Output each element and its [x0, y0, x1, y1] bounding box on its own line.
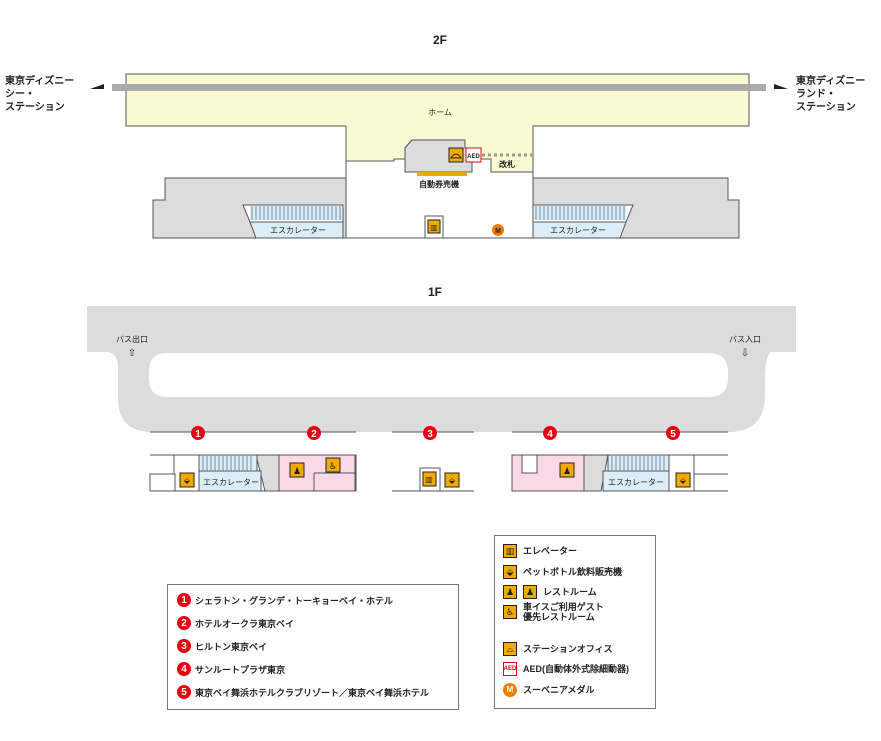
bus-exit-arrow-icon: ⇧: [128, 348, 136, 359]
legend-elevator: ▥ エレベーター: [503, 544, 577, 558]
station-office-icon: ⌓: [503, 642, 517, 656]
aed-icon: AED: [465, 147, 482, 163]
platform-label: ホーム: [428, 108, 452, 117]
hotel-legend-item: 1 シェラトン・グランデ・トーキョーベイ・ホテル: [177, 591, 393, 609]
bus-entrance-label: バス入口: [729, 335, 761, 344]
escalator-2f-left: エスカレーター: [242, 204, 344, 239]
track-line: [112, 84, 766, 91]
souvenir-medal-icon: M: [503, 683, 517, 697]
hotel-number-badge: 1: [177, 593, 191, 607]
aed-icon: AED: [503, 662, 517, 676]
escalator-1f-left-label: エスカレーター: [203, 478, 259, 487]
bus-stop-5: 5: [666, 426, 680, 440]
svg-text:2: 2: [311, 429, 317, 440]
accessible-restroom-icon-1f: ♿: [325, 457, 341, 473]
station-office-icon: [448, 147, 464, 163]
legend-aed: AED AED(自動体外式除細動器): [503, 662, 629, 676]
svg-text:ステーション: ステーション: [5, 101, 65, 113]
legend-vending: ⬙ ペットボトル飲料販売機: [503, 565, 622, 579]
floor-1f-title: 1F: [428, 285, 442, 299]
hotel-number-badge: 3: [177, 639, 191, 653]
legend-accessible-restroom: ♿ 車イスご利用ゲスト 優先レストルーム: [503, 602, 604, 622]
floor-2f-title: 2F: [433, 33, 447, 47]
hotel-legend: 1 シェラトン・グランデ・トーキョーベイ・ホテル 2 ホテルオークラ東京ベイ 3…: [167, 584, 459, 710]
escalator-1f-right: エスカレーター: [602, 454, 670, 492]
left-direction-arrow-icon: [90, 84, 104, 89]
hotel-legend-item: 4 サンルートプラザ東京: [177, 660, 285, 678]
restroom-female-icon: ♟: [523, 585, 537, 599]
svg-text:東京ディズニー: 東京ディズニー: [5, 74, 74, 87]
svg-text:♟: ♟: [563, 466, 571, 476]
svg-text:シー・: シー・: [5, 88, 35, 100]
souvenir-medal-icon-2f: M: [492, 224, 504, 236]
building-1f-center: ▥ ⬙: [392, 467, 474, 492]
svg-text:♿: ♿: [329, 461, 337, 471]
bus-stop-3: 3: [423, 426, 437, 440]
legend-restroom: ♟ ♟ レストルーム: [503, 585, 597, 599]
svg-text:⬙: ⬙: [184, 476, 191, 485]
hotel-legend-item: 3 ヒルトン東京ベイ: [177, 637, 267, 655]
elevator-icon: ▥: [503, 544, 517, 558]
hotel-legend-item: 2 ホテルオークラ東京ベイ: [177, 614, 294, 632]
svg-text:M: M: [495, 228, 501, 235]
svg-text:AED: AED: [467, 154, 480, 160]
bus-exit-label: バス出口: [116, 334, 148, 344]
svg-text:5: 5: [670, 429, 676, 440]
hotel-number-badge: 5: [177, 685, 191, 699]
vending-icon-1f-right: ⬙: [675, 472, 691, 488]
hotel-name: 東京ベイ舞浜ホテルクラブリゾート／東京ベイ舞浜ホテル: [195, 687, 430, 698]
right-direction-arrow-icon: [774, 84, 788, 89]
bus-entrance-arrow-icon: ⇩: [741, 348, 749, 359]
ticket-gate-label: 改札: [499, 159, 515, 169]
escalator-1f-right-label: エスカレーター: [608, 478, 664, 487]
svg-text:▥: ▥: [430, 223, 438, 232]
vending-machine-icon: ⬙: [503, 565, 517, 579]
escalator-2f-right: エスカレーター: [532, 204, 634, 239]
restroom-male-icon: ♟: [503, 585, 517, 599]
svg-text:1: 1: [195, 429, 201, 440]
hotel-number-badge: 2: [177, 616, 191, 630]
escalator-2f-right-label: エスカレーター: [550, 226, 606, 235]
svg-text:東京ディズニー: 東京ディズニー: [796, 74, 865, 87]
svg-text:♟: ♟: [293, 466, 301, 476]
bus-stop-2: 2: [307, 426, 321, 440]
hotel-name: サンルートプラザ東京: [195, 664, 286, 675]
facility-legend: ▥ エレベーター ⬙ ペットボトル飲料販売機 ♟ ♟ レストルーム ♿ 車イスご…: [494, 535, 656, 709]
ticket-machine-label: 自動券売機: [419, 179, 459, 189]
ticket-machine: [417, 172, 467, 176]
hotel-number-badge: 4: [177, 662, 191, 676]
elevator-icon-2f: ▥: [424, 215, 444, 239]
hotel-name: シェラトン・グランデ・トーキョーベイ・ホテル: [195, 595, 394, 606]
bus-stop-4: 4: [543, 426, 557, 440]
svg-text:3: 3: [427, 429, 433, 440]
svg-text:ランド・: ランド・: [796, 88, 836, 100]
bus-stop-1: 1: [191, 426, 205, 440]
hotel-legend-item: 5 東京ベイ舞浜ホテルクラブリゾート／東京ベイ舞浜ホテル: [177, 683, 429, 701]
left-destination-label: 東京ディズニー シー・ ステーション: [5, 74, 74, 113]
svg-text:4: 4: [547, 429, 553, 440]
hotel-name: ホテルオークラ東京ベイ: [195, 618, 295, 629]
escalator-2f-left-label: エスカレーター: [270, 226, 326, 235]
restroom-icon-1f: ♟: [289, 462, 305, 478]
bus-road-loop: [87, 306, 796, 432]
svg-text:⬙: ⬙: [680, 476, 687, 485]
wheelchair-icon: ♿: [503, 605, 517, 619]
right-destination-label: 東京ディズニー ランド・ ステーション: [796, 74, 865, 113]
hotel-name: ヒルトン東京ベイ: [195, 641, 268, 652]
vending-icon-1f-left: ⬙: [179, 472, 195, 488]
legend-station-office: ⌓ ステーションオフィス: [503, 642, 613, 656]
svg-text:ステーション: ステーション: [796, 101, 856, 113]
escalator-1f-left: エスカレーター: [198, 454, 262, 492]
svg-text:⬙: ⬙: [449, 476, 456, 485]
restroom-icon-1f-right: ♟: [559, 462, 575, 478]
legend-souvenir-medal: M スーベニアメダル: [503, 683, 595, 697]
svg-text:▥: ▥: [425, 475, 433, 484]
